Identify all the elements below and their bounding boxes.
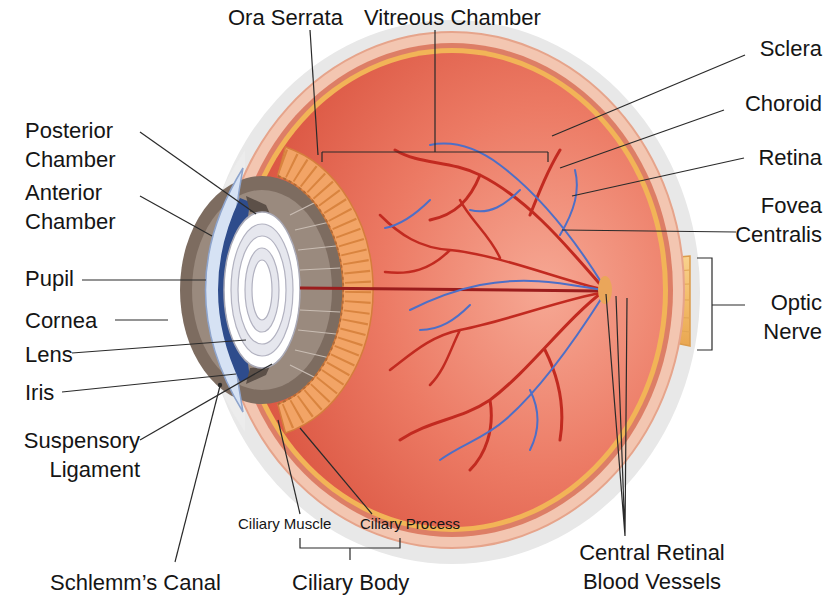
part-label: Choroid [700, 89, 822, 118]
part-label: Schlemm’s Canal [50, 568, 270, 597]
retinal-vessels [380, 144, 605, 470]
part-label: Ciliary Body [292, 568, 442, 597]
part-label: Sclera [700, 34, 822, 63]
part-label: Posterior Chamber [25, 116, 150, 174]
part-label: Ciliary Process [360, 514, 490, 534]
part-label: Fovea Centralis [722, 191, 822, 249]
part-label: Ora Serrata [228, 3, 368, 32]
optic-disc [598, 276, 612, 304]
part-label: Cornea [25, 306, 125, 335]
lens-shape [224, 212, 300, 368]
optical-axis [300, 288, 600, 291]
part-label: Pupil [25, 264, 125, 293]
part-label: Optic Nerve [742, 288, 822, 346]
part-label: Lens [25, 340, 125, 369]
leader-lines [62, 30, 745, 562]
part-label: Vitreous Chamber [364, 3, 594, 32]
part-label: Ciliary Muscle [238, 514, 358, 534]
part-label: Iris [25, 378, 125, 407]
part-label: Suspensory Ligament [0, 426, 140, 484]
schlemm-canal-dot [218, 383, 222, 387]
part-label: Retina [700, 143, 822, 172]
part-label: Central Retinal Blood Vessels [557, 538, 747, 596]
part-label: Anterior Chamber [25, 178, 150, 236]
eye-halo [204, 20, 700, 564]
